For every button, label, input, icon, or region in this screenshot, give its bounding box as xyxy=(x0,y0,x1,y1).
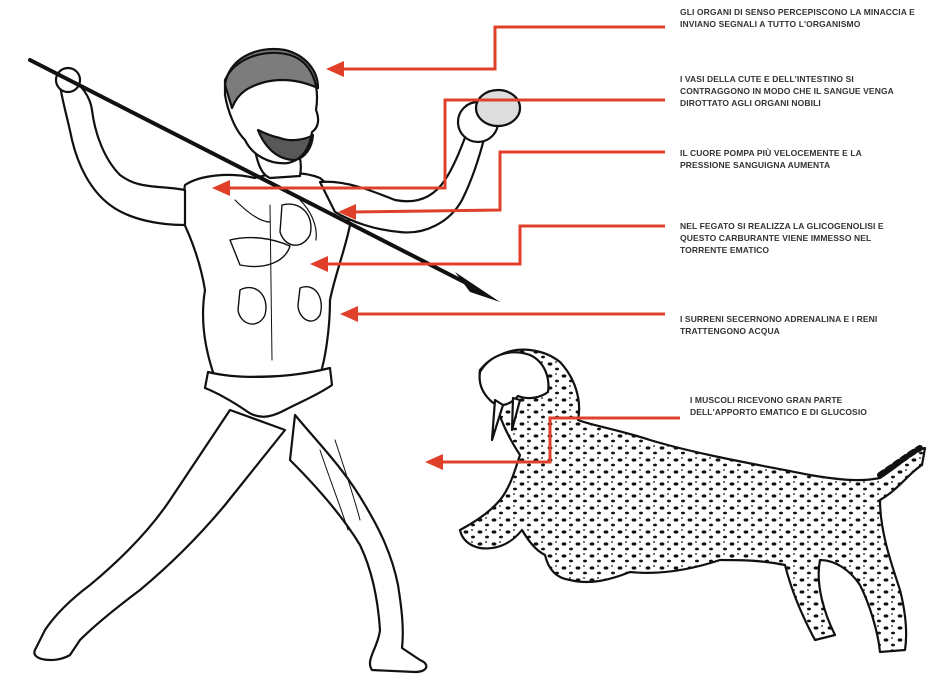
annotation-heart: Il cuore pompa più velocemente e la pres… xyxy=(680,147,900,171)
annotation-kidneys: I surreni secernono adrenalina e i reni … xyxy=(680,313,900,337)
annotation-sense-organs: Gli organi di senso percepiscono la mina… xyxy=(680,6,925,30)
hunter-illustration xyxy=(34,49,520,672)
arrow-kidneys xyxy=(340,306,665,322)
arrow-brain xyxy=(326,27,665,77)
arrow-liver xyxy=(310,226,665,272)
annotation-blood-vessels: I vasi della cute e dell'intestino si co… xyxy=(680,73,900,109)
annotation-liver: Nel fegato si realizza la glicogenolisi … xyxy=(680,220,900,256)
annotation-muscles: I muscoli ricevono gran parte dell'appor… xyxy=(690,394,890,418)
